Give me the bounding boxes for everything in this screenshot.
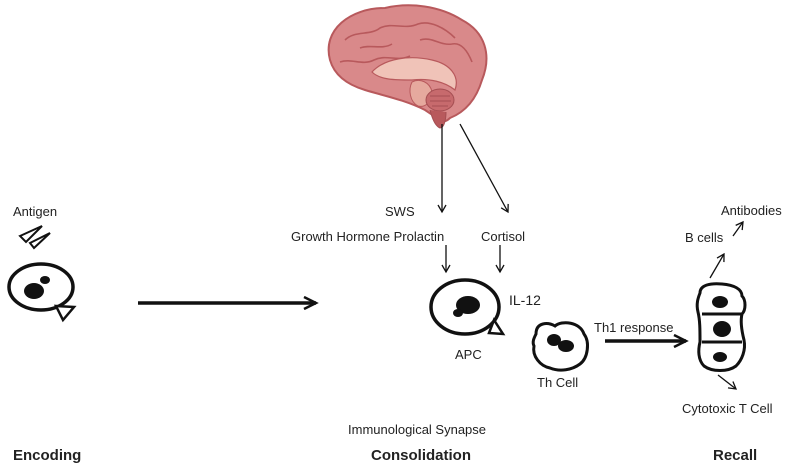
consolidation-stage-label: Consolidation: [371, 447, 471, 464]
recall-cell-stack: [695, 282, 747, 372]
cytotoxic-label: Cytotoxic T Cell: [682, 401, 773, 416]
synapse-label: Immunological Synapse: [348, 422, 487, 437]
brain-to-cortisol-arrow: [459, 123, 509, 214]
antigen-symbol: [18, 225, 51, 250]
b-cells-label: B cells: [685, 230, 724, 245]
antibodies-label: Antibodies: [721, 203, 782, 218]
th1-response-label: Th1 response: [594, 320, 674, 335]
recall-stage-label: Recall: [713, 447, 758, 464]
to-antibodies-arrow: [732, 220, 744, 237]
sws-label: SWS: [385, 204, 415, 219]
consolidation-apc-cell: [429, 278, 506, 336]
il12-label: IL-12: [509, 292, 541, 308]
apc-label: APC: [455, 347, 482, 362]
antigen-label: Antigen: [13, 204, 58, 219]
hormones-label: Growth Hormone Prolactin: [291, 229, 445, 244]
th-cell-label: Th Cell: [537, 375, 579, 390]
encoding-stage-label: Encoding: [13, 447, 82, 464]
cortisol-label: Cortisol: [481, 229, 526, 244]
to-b-cells-arrow: [709, 252, 725, 279]
th-cell: [531, 321, 589, 372]
brain-illustration: [327, 4, 488, 129]
to-cytotoxic-arrow: [717, 374, 738, 390]
encoding-apc-cell: [7, 262, 77, 323]
